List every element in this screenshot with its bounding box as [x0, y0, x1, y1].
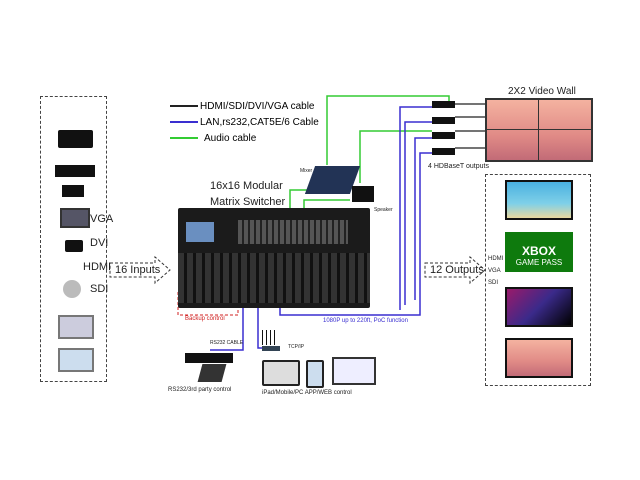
xbox-logo-text: GAME PASS: [515, 258, 563, 267]
phone-device: [306, 360, 324, 388]
legend-swatch-green: [170, 137, 198, 139]
tcpip-label: TCP/IP: [288, 344, 305, 350]
xbox-display: XBOX GAME PASS: [505, 232, 573, 272]
rs232-control-label: RS232/3rd party control: [168, 387, 232, 393]
legend-label: LAN,rs232,CAT5E/6 Cable: [200, 116, 319, 128]
console-device: [62, 185, 84, 197]
rs232-cable-label: RS232 CABLE: [210, 340, 244, 346]
tv-display: [505, 180, 573, 220]
keypad-device: [197, 364, 227, 382]
video-wall-title: 2X2 Video Wall: [508, 86, 576, 97]
laptop-device: [60, 208, 90, 228]
hdbaset-receiver: [432, 148, 455, 155]
vga-label: VGA: [90, 213, 114, 225]
hdbaset-receiver: [432, 117, 455, 124]
poc-label: 1080P up to 220ft, PoC function: [323, 318, 408, 324]
speaker-device: [352, 186, 374, 202]
apple-tv-device: [65, 240, 83, 252]
inputs-arrow: [109, 255, 171, 285]
router-device: [262, 346, 280, 351]
sdi-port-label: SDI: [488, 280, 499, 286]
button-panel: [238, 220, 348, 244]
legend-label: HDMI/SDI/DVI/VGA cable: [200, 100, 315, 112]
control-device: [185, 353, 233, 363]
hdmi-label: HDMI: [83, 261, 112, 273]
video-wall: [485, 98, 593, 162]
hdbaset-receiver: [432, 101, 455, 108]
io-cards: [178, 253, 370, 303]
inputs-label: 16 Inputs: [115, 264, 161, 276]
output-displays-box: [485, 174, 591, 386]
camera-device: [63, 280, 81, 298]
xbox-logo-text: XBOX: [521, 244, 556, 258]
input-devices-box: [40, 96, 107, 382]
sdi-label: SDI: [90, 283, 109, 295]
app-control-label: iPad/Mobile/PC APP/WEB control: [262, 390, 352, 396]
switcher-title: Matrix Switcher: [210, 196, 286, 208]
mixer-label: Mixer: [300, 168, 313, 174]
tv-display: [505, 287, 573, 327]
legend: HDMI/SDI/DVI/VGA cable LAN,rs232,CAT5E/6…: [170, 98, 319, 146]
router-antennas: [262, 330, 278, 345]
vga-port-label: VGA: [488, 268, 501, 274]
legend-label: Audio cable: [204, 132, 257, 144]
hdbaset-label: 4 HDBaseT outputs: [428, 163, 489, 170]
laptop-device: [58, 315, 94, 339]
hdmi-port-label: HDMI: [488, 256, 504, 262]
backup-label: Backup control: [185, 316, 225, 322]
dvi-label: DVI: [90, 237, 109, 249]
laptop-device: [58, 348, 94, 372]
speaker-label: Speaker: [374, 207, 393, 213]
media-box-device: [55, 165, 95, 177]
hdbaset-receiver: [432, 132, 455, 139]
router-device: [58, 130, 93, 148]
outputs-label: 12 Outputs: [430, 264, 484, 276]
laptop-device: [332, 357, 376, 385]
matrix-switcher: [178, 208, 370, 308]
legend-swatch-black: [170, 105, 198, 107]
tv-display: [505, 338, 573, 378]
outputs-arrow: [424, 255, 486, 285]
switcher-title: 16x16 Modular: [210, 180, 283, 192]
tablet-device: [262, 360, 300, 386]
lcd-screen: [186, 222, 214, 242]
legend-swatch-blue: [170, 121, 198, 123]
